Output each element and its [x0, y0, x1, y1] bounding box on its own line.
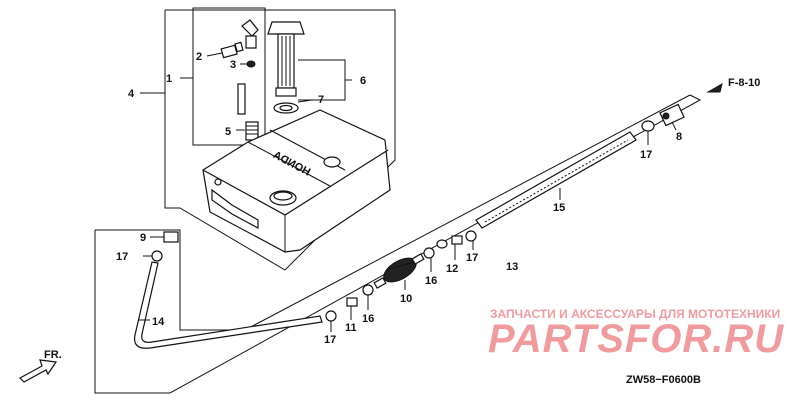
joint-part-11	[346, 297, 358, 307]
callout-13: 13	[506, 261, 518, 273]
callout-3: 3	[230, 59, 236, 71]
joint-part-16-lower	[362, 284, 374, 296]
clamp-part-17-right	[641, 120, 655, 132]
callout-15: 15	[553, 202, 565, 214]
direction-label: FR.	[44, 349, 62, 361]
watermark-subtitle: ЗАПЧАСТИ И АКСЕССУАРЫ ДЛЯ МОТОТЕХНИКИ	[490, 307, 780, 321]
callout-6: 6	[360, 75, 366, 87]
tank-assembly-frame	[164, 9, 396, 271]
callout-12: 12	[446, 263, 458, 275]
joint-part-16-upper-b	[423, 247, 435, 259]
fuel-gauge-part	[267, 21, 305, 97]
clamp-part-17-mid	[465, 230, 477, 242]
clamp-part-17-left	[143, 250, 163, 262]
callout-7: 7	[318, 94, 324, 106]
callout-2: 2	[196, 51, 202, 63]
spring-part	[236, 121, 259, 141]
callout-17-right: 17	[640, 149, 652, 161]
callout-11: 11	[345, 322, 357, 334]
reference-arrow-icon	[706, 82, 723, 93]
callout-4: 4	[128, 88, 135, 100]
clamp-part-17-lower	[325, 310, 337, 322]
fuel-tank-part: HONDA	[202, 109, 391, 253]
diagram-code: ZW58−F0600B	[626, 374, 701, 386]
primer-bulb-part	[373, 253, 425, 289]
joint-part-12	[451, 235, 463, 245]
callout-16-upper: 16	[425, 275, 437, 287]
callout-1: 1	[166, 73, 172, 85]
joint-part-9	[150, 231, 179, 243]
callout-16-lower: 16	[362, 313, 374, 325]
washer-part	[240, 60, 256, 68]
cap-elbow-part	[241, 19, 259, 49]
watermark-brand: PARTSFOR.RU	[488, 317, 784, 361]
callout-10: 10	[400, 293, 412, 305]
joint-part-16-upper	[436, 239, 448, 249]
callout-9: 9	[140, 232, 146, 244]
callout-14: 14	[152, 316, 165, 328]
callout-8: 8	[676, 131, 682, 143]
fuel-tube-lower-part	[133, 261, 323, 349]
breather-screw-part	[206, 41, 244, 59]
fuel-tube-upper-part	[475, 131, 637, 229]
reference-label: F-8-10	[728, 77, 760, 89]
callout-17-lower: 17	[324, 334, 336, 346]
callout-17-mid: 17	[466, 252, 478, 264]
fuel-connector-part	[659, 103, 685, 131]
front-direction-arrow-icon	[19, 359, 58, 383]
fuel-line-frame	[94, 94, 702, 394]
watermark: ЗАПЧАСТИ И АКСЕССУАРЫ ДЛЯ МОТОТЕХНИКИ PA…	[488, 307, 784, 361]
vent-tube-part	[237, 83, 246, 115]
callout-5: 5	[225, 126, 231, 138]
gasket-part	[273, 99, 313, 114]
callout-17-left: 17	[116, 251, 128, 263]
